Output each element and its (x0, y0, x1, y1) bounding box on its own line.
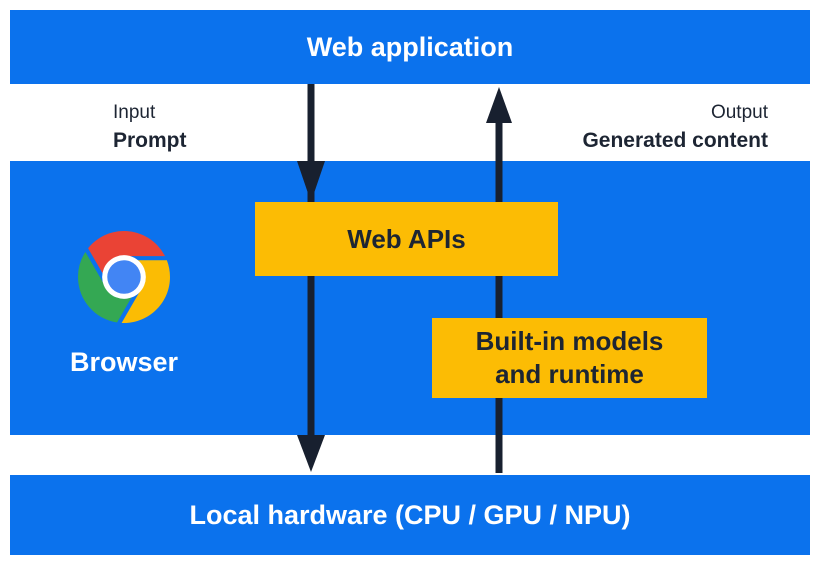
web-application-label: Web application (306, 32, 514, 62)
builtin-models-line1: Built-in models (475, 326, 664, 356)
browser-label: Browser (69, 347, 179, 377)
input-label-group: Input Prompt (113, 99, 187, 156)
input-value: Prompt (113, 129, 187, 152)
web-application-bar: Web application (10, 10, 810, 84)
chrome-logo-icon (78, 231, 170, 323)
local-hardware-bar: Local hardware (CPU / GPU / NPU) (10, 475, 810, 555)
output-value: Generated content (582, 129, 768, 152)
builtin-models-box: Built-in models and runtime (432, 318, 707, 398)
output-label-group: Output Generated content (582, 99, 768, 156)
web-apis-box: Web APIs (255, 202, 558, 276)
builtin-models-line2: and runtime (495, 359, 644, 389)
browser-group: Browser (44, 231, 204, 376)
input-title: Input (113, 102, 156, 123)
web-apis-label: Web APIs (347, 223, 466, 254)
output-title: Output (710, 102, 768, 123)
local-hardware-label: Local hardware (CPU / GPU / NPU) (189, 500, 631, 530)
